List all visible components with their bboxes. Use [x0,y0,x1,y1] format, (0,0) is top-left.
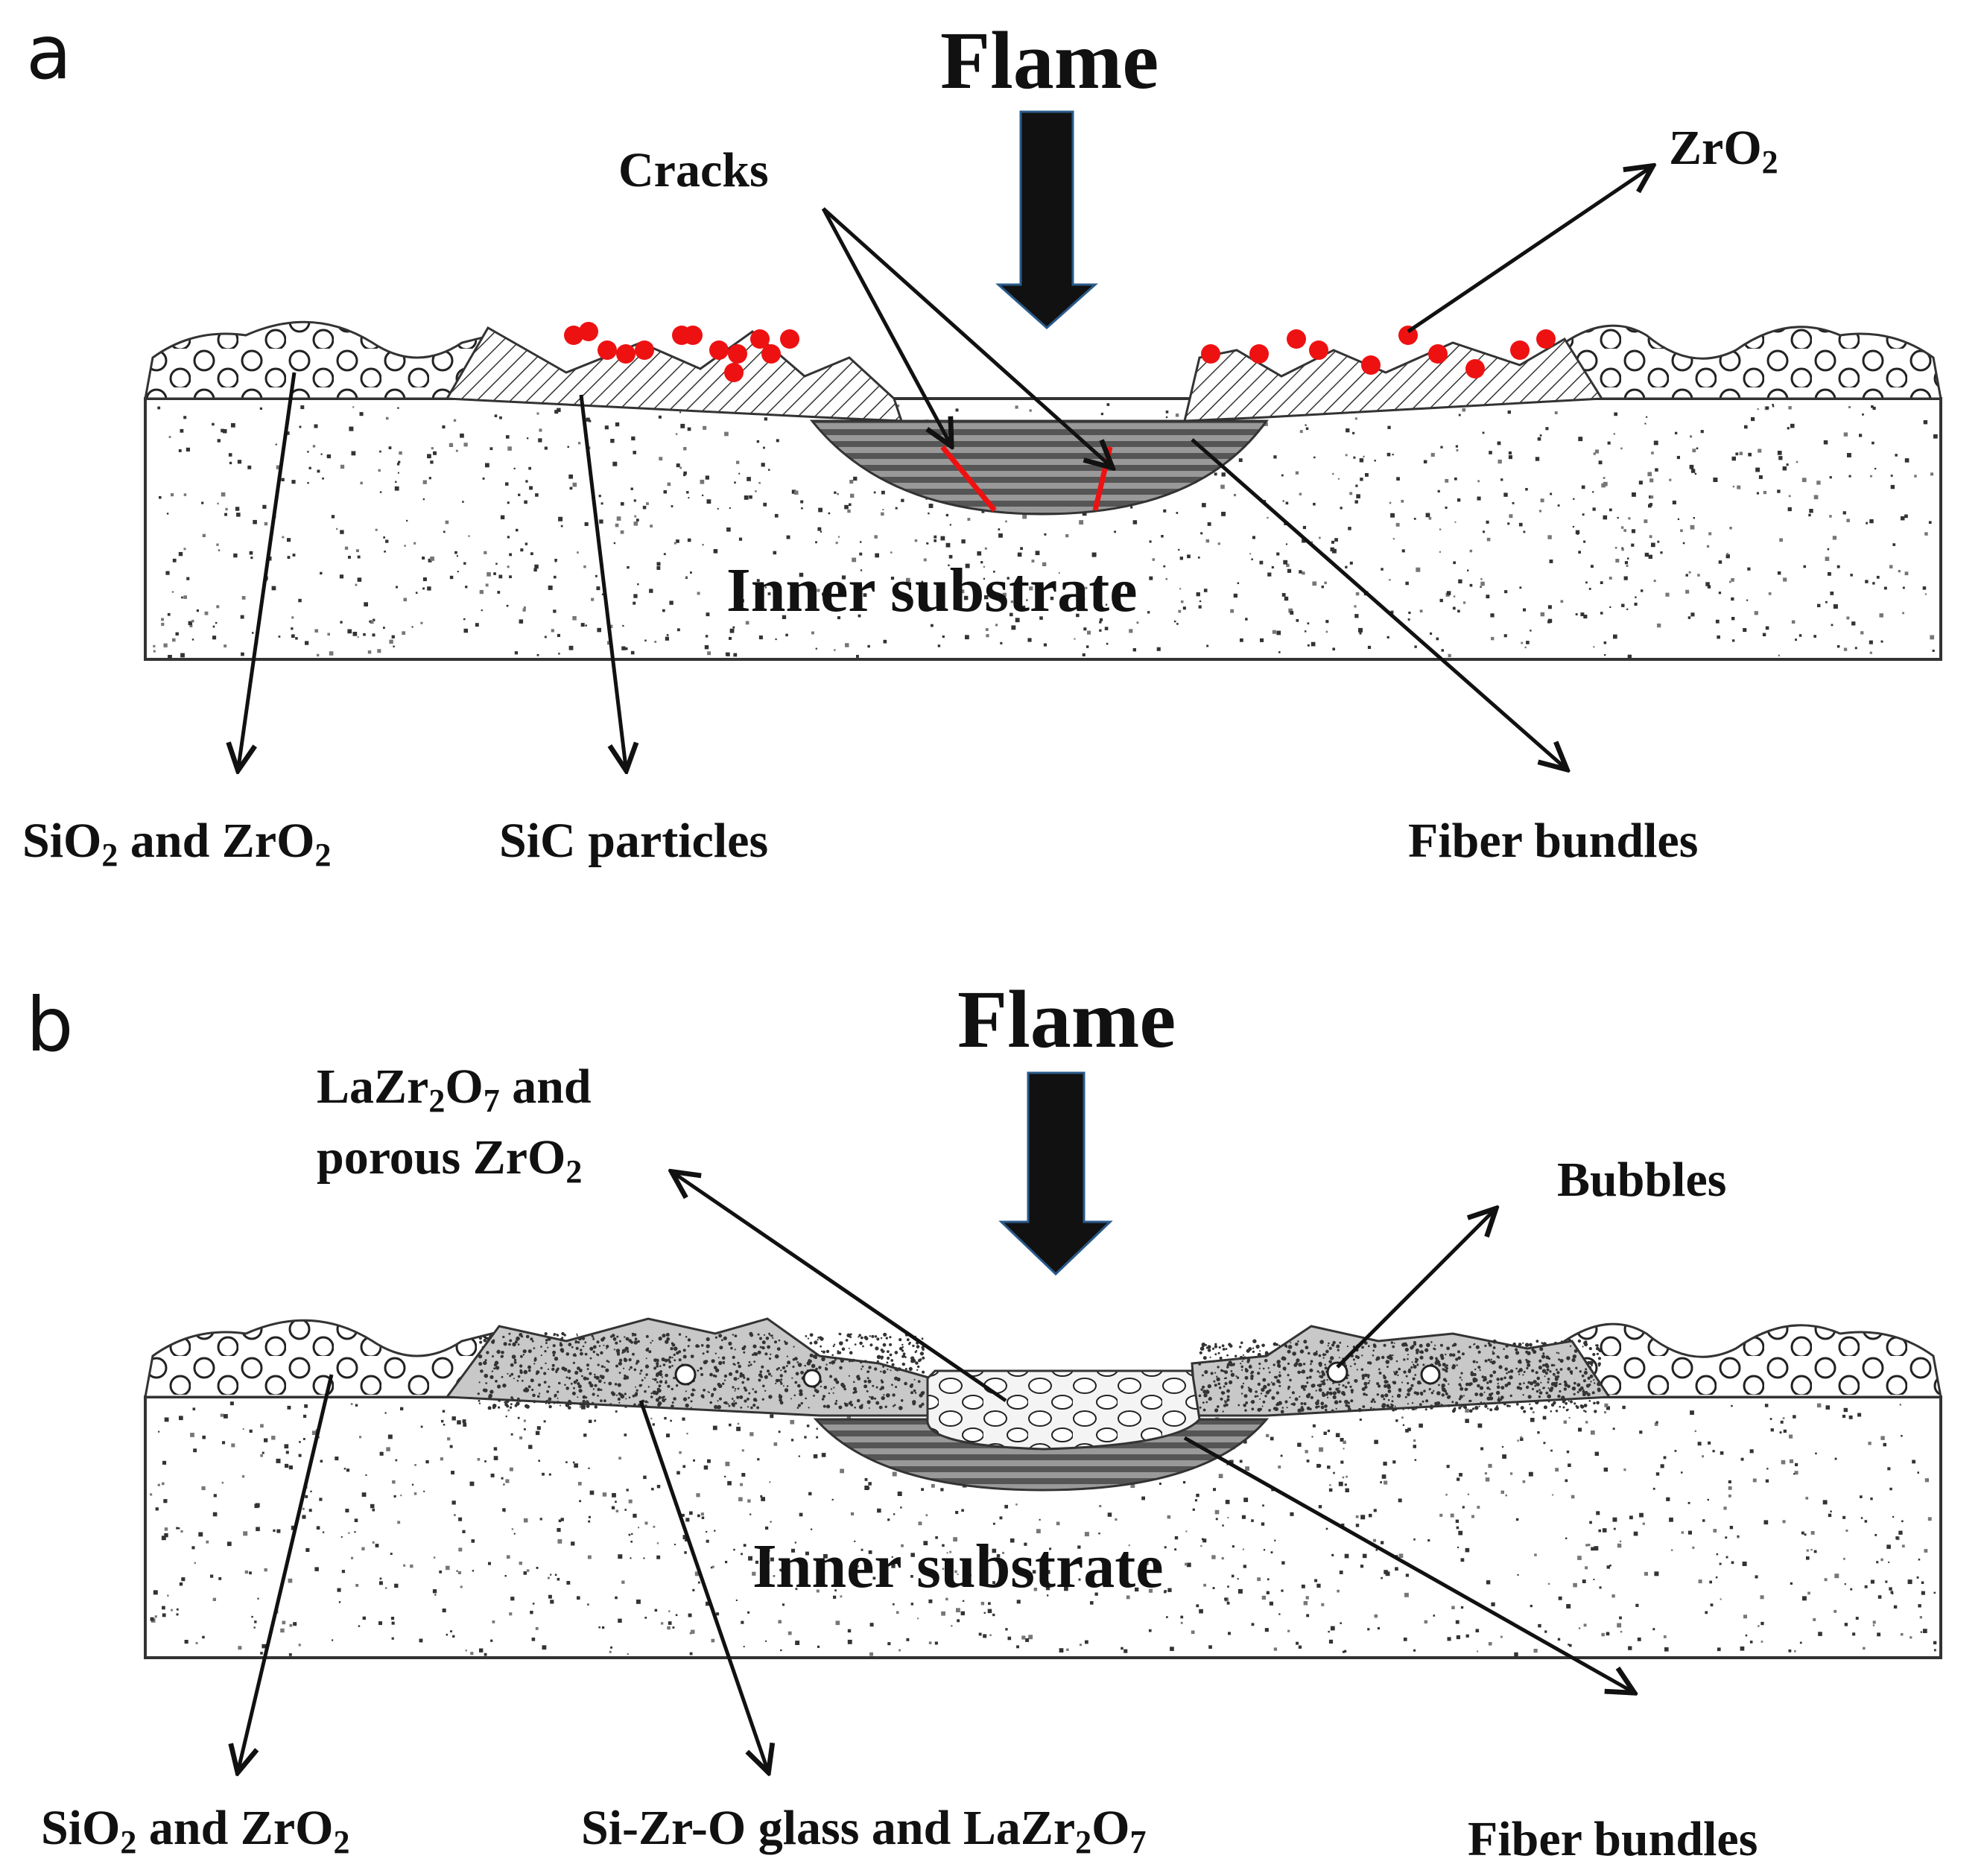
panel-a-oxide-layer-left [144,320,494,400]
zro2-particle [709,340,729,360]
panel-b-bubbles-label: Bubbles [1557,1153,1726,1207]
zro2-particle [1309,340,1328,360]
panel-b-letter: b [26,981,73,1068]
zro2-particle [1465,359,1485,378]
panel-a-fiber-label: Fiber bundles [1408,814,1698,868]
zro2-particle [1536,329,1556,349]
panel-b-lazr-label-line2: porous ZrO2 [317,1130,582,1190]
panel-a-sio2-arrow [238,372,297,767]
zro2-particle [1361,355,1381,375]
zro2-particle [564,326,583,345]
panel-b-substrate-label: Inner substrate [752,1532,1164,1601]
panel-b-glass-stipple-right [1198,1339,1602,1414]
panel-a-zro2-particles [564,322,1556,382]
panel-a-cracks-arrow-left [821,207,950,443]
panel-b-flame-label: Flame [957,974,1176,1065]
panel-b-bubble [674,1363,697,1386]
panel-a-crack-left [940,445,997,513]
panel-b-porous-zro2-region [926,1369,1201,1451]
panel-a-zro2-arrow [1407,168,1650,334]
panel-a-letter: a [26,9,72,96]
zro2-particle [579,322,598,341]
zro2-particle [598,340,617,360]
panel-b-fiber-label: Fiber bundles [1468,1812,1758,1866]
panel-a-sio2-zro2-label: SiO2 and ZrO2 [22,814,331,873]
panel-a-substrate-label: Inner substrate [726,556,1138,625]
panel-a-sic-layer-right [1183,337,1604,422]
panel-b-glass-stipple-left [477,1331,925,1410]
zro2-particle [761,344,781,364]
panel-a-oxide-layer-right [1563,324,1942,400]
panel-b-sio2-zro2-label: SiO2 and ZrO2 [41,1801,349,1860]
zro2-particle [750,329,770,349]
panel-b-glass-layer-right [1191,1325,1611,1417]
zro2-particle [724,363,744,382]
panel-b-lazr-label-line1: LaZr2O7 and [317,1059,592,1119]
zro2-particle [1201,344,1220,364]
zro2-particle [635,340,654,360]
panel-b-sio2-arrow [238,1374,334,1769]
zro2-particle [780,329,799,349]
panel-b-bubbles-arrow [1336,1211,1494,1369]
panel-b-substrate-speckles [150,1401,1937,1657]
zro2-particle [683,326,703,345]
panel-b-lazr-arrow [674,1173,1007,1403]
panel-a-cracks-label: Cracks [618,143,769,197]
panel-b-fiber-arrow [1183,1436,1632,1691]
panel-b-glass-arrow [638,1400,767,1769]
panel-a: a Flame Cracks ZrO2 Inner substrate SiO2… [22,9,1942,873]
panel-a-sic-label: SiC particles [499,814,768,868]
panel-a-cracks-arrow-right [822,207,1110,466]
panel-b-bubble [1420,1364,1441,1385]
panel-a-flame-label: Flame [940,15,1159,106]
panel-b: b Flame LaZr2O7 and porous ZrO2 Bubbles … [26,974,1942,1866]
panel-b-oxide-layer-right [1563,1322,1942,1398]
zro2-particle [616,344,636,364]
panel-a-fiber-arrow [1191,438,1565,767]
zro2-particle [1428,344,1448,364]
panel-b-bubble [802,1369,822,1388]
panel-b-glass-label: Si-Zr-O glass and LaZr2O7 [581,1801,1147,1860]
panel-b-flame-arrow [998,1071,1113,1276]
zro2-particle [1249,344,1269,364]
zro2-particle [1510,340,1530,360]
panel-a-sic-arrow [579,394,626,767]
zro2-particle [728,344,747,364]
zro2-particle [1287,329,1306,349]
panel-a-flame-arrow [995,110,1098,330]
panel-a-zro2-label: ZrO2 [1669,121,1778,180]
panel-b-oxide-layer-left [144,1319,494,1398]
panel-b-bubble [1326,1361,1348,1384]
